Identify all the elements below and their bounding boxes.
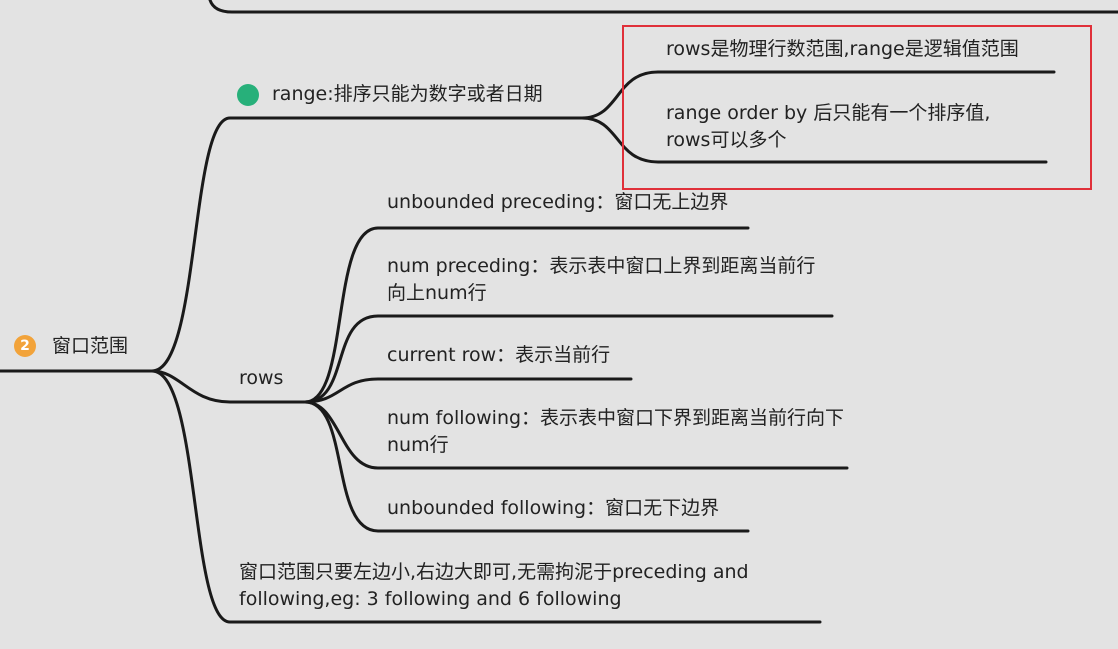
window-range-note[interactable]: 窗口范围只要左边小,右边大即可,无需拘泥于preceding and follo…	[239, 561, 749, 610]
connector-rows-to-child-5	[303, 400, 750, 533]
connector-rows-to-child-1	[303, 226, 750, 404]
rows-child-unbounded-preceding[interactable]: unbounded preceding：窗口无上边界	[387, 191, 729, 213]
range-note-2[interactable]: range order by 后只能有一个排序值, rows可以多个	[666, 102, 991, 151]
rows-child-unbounded-following[interactable]: unbounded following：窗口无下边界	[387, 497, 720, 519]
priority-badge-icon: 2	[14, 335, 36, 357]
rows-child-num-following[interactable]: num following：表示表中窗口下界到距离当前行向下num行	[387, 407, 845, 456]
red-highlight-box	[622, 25, 1092, 190]
rows-child-current-row[interactable]: current row：表示当前行	[387, 344, 611, 366]
connector-previous-section	[208, 0, 1118, 14]
rows-child-num-preceding[interactable]: num preceding：表示表中窗口上界到距离当前行向上num行	[387, 255, 816, 304]
rows-node-label[interactable]: rows	[239, 367, 284, 389]
root-node-label[interactable]: 窗口范围	[52, 335, 129, 357]
connector-root-to-note	[150, 369, 822, 624]
green-dot-icon	[237, 84, 259, 106]
connector-root-to-range	[150, 116, 584, 373]
connector-range-to-note1	[580, 70, 1056, 120]
connector-range-to-note2	[580, 116, 1048, 164]
range-node-label[interactable]: range:排序只能为数字或者日期	[272, 83, 543, 105]
range-note-1[interactable]: rows是物理行数范围,range是逻辑值范围	[666, 38, 1019, 60]
connector-rows-to-child-3	[303, 377, 633, 404]
connector-rows-to-child-2	[303, 314, 834, 404]
connector-root-to-rows	[150, 369, 307, 404]
